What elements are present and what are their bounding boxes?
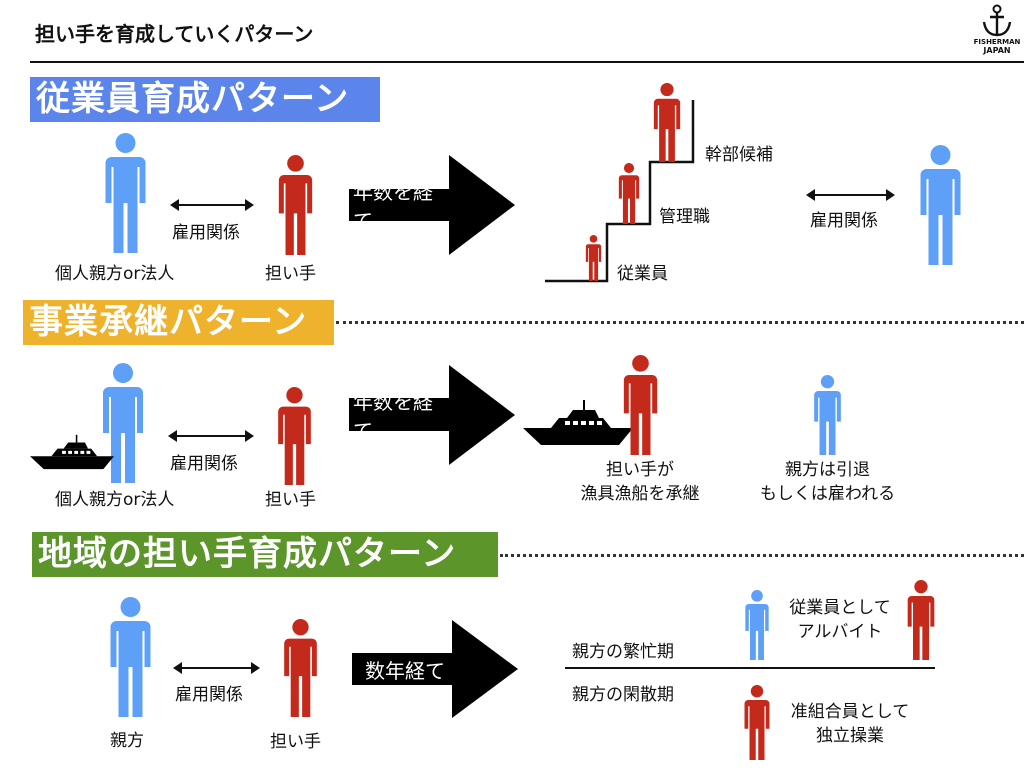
double-arrow-icon <box>170 199 254 211</box>
owner-person-icon <box>108 597 153 717</box>
relation-label: 雇用関係 <box>172 223 240 243</box>
owner-result-line1: 親方は引退 <box>785 460 870 480</box>
season-divider <box>565 667 935 669</box>
anchor-logo-icon <box>982 4 1012 37</box>
owner-label: 親方 <box>110 731 144 751</box>
logo-text-2: JAPAN <box>983 46 1011 55</box>
owner-person-icon <box>103 133 148 253</box>
owner-result-line2: もしくは雇われる <box>759 484 896 504</box>
owner-person-icon <box>918 145 963 265</box>
retired-owner-person-icon <box>812 375 843 455</box>
executive-person-icon <box>652 83 682 162</box>
fisherman-japan-logo: FISHERMAN JAPAN <box>972 4 1022 60</box>
successor-person-icon <box>282 619 319 717</box>
employee-owner-person-icon <box>742 590 772 660</box>
stair-label-manager: 管理職 <box>659 207 710 227</box>
page-title: 担い手を育成していくパターン <box>35 22 314 46</box>
relation-label: 雇用関係 <box>175 685 243 705</box>
off-result: 准組合員として 独立操業 <box>775 700 925 748</box>
successor-result-line1: 担い手が <box>606 460 674 480</box>
section3-header: 地域の担い手育成パターン <box>32 532 498 577</box>
double-arrow-icon <box>168 430 254 442</box>
stair-label-executive: 幹部候補 <box>705 145 773 165</box>
relation-label: 雇用関係 <box>170 454 238 474</box>
busy-result: 従業員として アルバイト <box>770 596 910 644</box>
successor-result: 担い手が 漁具漁船を承継 <box>560 458 720 506</box>
title-divider <box>30 61 1024 63</box>
successor-label: 担い手 <box>265 264 316 284</box>
off-result-line1: 准組合員として <box>790 702 910 722</box>
logo-text-1: FISHERMAN <box>973 38 1021 46</box>
staircase <box>545 100 695 283</box>
successor-label: 担い手 <box>265 490 316 510</box>
busy-result-line2: アルバイト <box>797 622 883 642</box>
successor-person-icon <box>276 387 313 485</box>
ship-icon <box>522 400 634 445</box>
busy-season-label: 親方の繁忙期 <box>572 642 674 662</box>
relation-label-after: 雇用関係 <box>810 211 878 231</box>
time-arrow: 数年経て <box>352 620 518 718</box>
section1-header: 従業員育成パターン <box>30 77 380 122</box>
stair-label-employee: 従業員 <box>617 264 668 284</box>
owner-label: 個人親方or法人 <box>55 490 175 510</box>
part-time-successor-person-icon <box>905 580 937 660</box>
independent-successor-person-icon <box>742 685 772 760</box>
section-divider <box>336 321 1024 324</box>
successor-result-line2: 漁具漁船を承継 <box>580 484 700 504</box>
off-result-line2: 独立操業 <box>816 726 884 746</box>
time-arrow-label: 年数を経て <box>349 390 451 443</box>
ship-icon <box>30 433 114 471</box>
employee-person-icon <box>585 235 602 281</box>
successor-label: 担い手 <box>270 732 321 752</box>
successor-person-icon <box>277 155 314 255</box>
section-divider <box>500 554 1024 557</box>
time-arrow: 年数を経て <box>349 365 515 465</box>
double-arrow-icon <box>173 662 260 674</box>
busy-result-line1: 従業員として <box>789 598 891 618</box>
manager-person-icon <box>617 163 641 224</box>
time-arrow-label: 年数を経て <box>349 180 451 233</box>
successor-person-icon <box>620 355 661 455</box>
off-season-label: 親方の閑散期 <box>572 685 674 705</box>
time-arrow-label: 数年経て <box>352 653 454 685</box>
owner-result: 親方は引退 もしくは雇われる <box>740 458 915 506</box>
double-arrow-icon <box>806 189 895 201</box>
owner-label: 個人親方or法人 <box>55 264 175 284</box>
time-arrow: 年数を経て <box>349 155 515 255</box>
section2-header: 事業承継パターン <box>23 300 334 345</box>
